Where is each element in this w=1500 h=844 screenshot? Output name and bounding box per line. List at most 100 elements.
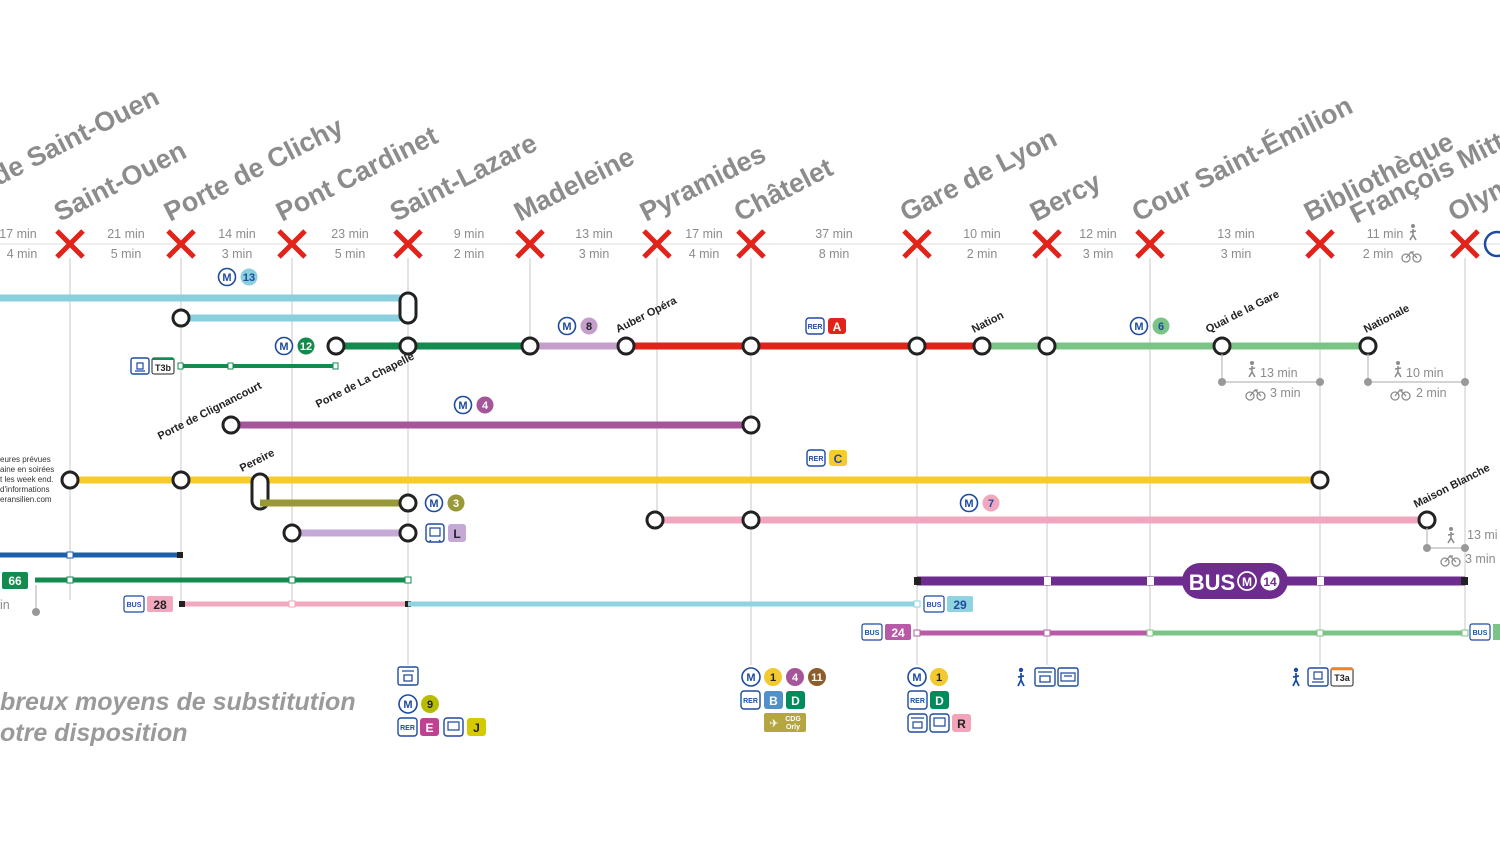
vertical-guides bbox=[69, 258, 1466, 665]
line-rer-c: RER C bbox=[60, 449, 1330, 511]
tram-icon bbox=[1307, 667, 1329, 687]
svg-text:eransilien.com: eransilien.com bbox=[0, 495, 52, 504]
svg-text:L: L bbox=[453, 527, 460, 541]
station-name: Porte de Clichy bbox=[159, 111, 348, 227]
line-rer-a: RER A bbox=[626, 317, 982, 350]
line-m8: M 8 bbox=[530, 316, 626, 350]
bike-time: 5 min bbox=[335, 247, 366, 261]
stop-label-nation: Nation bbox=[970, 309, 1006, 335]
walk-time: 17 min bbox=[0, 227, 37, 241]
svg-text:RER: RER bbox=[743, 698, 758, 705]
svg-text:M: M bbox=[1134, 321, 1143, 333]
train-icon bbox=[443, 717, 464, 737]
train-icon bbox=[929, 713, 950, 733]
bicycle-icon bbox=[1245, 389, 1266, 401]
walk-connector-nationale: 10 min 2 min bbox=[1364, 354, 1469, 401]
walk-connector-maison: 13 mi 3 min bbox=[1423, 526, 1498, 567]
line-bus-29: BUS 29 bbox=[408, 595, 973, 613]
svg-text:66: 66 bbox=[8, 574, 22, 588]
line-m4: M 4 bbox=[221, 395, 761, 435]
connections-chatelet: M 1 4 11 RER B D ✈ CDG Orly bbox=[740, 667, 826, 732]
svg-text:M: M bbox=[912, 672, 921, 684]
station-names: de Saint-Ouen Saint-Ouen Porte de Clichy… bbox=[0, 82, 1500, 230]
svg-text:BUS: BUS bbox=[927, 602, 942, 609]
walk-time: 23 min bbox=[331, 227, 369, 241]
train-station-icon bbox=[1034, 667, 1056, 687]
stop-label-pereire: Pereire bbox=[238, 447, 277, 475]
svg-text:M: M bbox=[279, 341, 288, 353]
airplane-icon: ✈ bbox=[769, 718, 778, 730]
walk-time: 14 min bbox=[218, 227, 256, 241]
bike-time: 8 min bbox=[819, 247, 850, 261]
svg-text:in: in bbox=[0, 598, 10, 612]
stop-label-porte-de-clignancourt: Porte de Clignancourt bbox=[156, 380, 264, 443]
walk-time: 9 min bbox=[454, 227, 485, 241]
walk-time: 11 min bbox=[1367, 227, 1404, 241]
main-row-stops bbox=[326, 336, 1378, 356]
stop-label-maison-blanche: Maison Blanche bbox=[1412, 462, 1492, 511]
line-bus-24: BUS 24 BUS bbox=[861, 623, 1500, 641]
svg-text:M: M bbox=[746, 672, 755, 684]
svg-text:2 min: 2 min bbox=[1416, 386, 1447, 400]
pedestrian-icon bbox=[1292, 667, 1300, 687]
svg-text:T3a: T3a bbox=[1334, 673, 1351, 683]
svg-text:14: 14 bbox=[1263, 575, 1277, 589]
bicycle-icon bbox=[1440, 555, 1461, 567]
svg-text:BUS: BUS bbox=[127, 602, 142, 609]
line-t3b: T3b bbox=[130, 357, 339, 375]
bicycle-icon bbox=[1390, 389, 1411, 401]
svg-text:RER: RER bbox=[910, 698, 925, 705]
svg-text:7: 7 bbox=[988, 498, 994, 510]
svg-text:4: 4 bbox=[792, 672, 799, 684]
bike-time: 2 min bbox=[454, 247, 485, 261]
bike-time: 4 min bbox=[7, 247, 38, 261]
svg-text:10 min: 10 min bbox=[1406, 366, 1444, 380]
bike-time: 3 min bbox=[1083, 247, 1114, 261]
svg-text:B: B bbox=[769, 694, 778, 708]
stop-label-porte-de-la-chapelle: Porte de La Chapelle bbox=[314, 351, 416, 411]
walk-time: 37 min bbox=[815, 227, 853, 241]
line-train-l: L bbox=[282, 523, 466, 543]
svg-text:M: M bbox=[458, 400, 467, 412]
svg-text:3 min: 3 min bbox=[1465, 552, 1496, 566]
pedestrian-icon bbox=[1248, 360, 1256, 378]
svg-text:BUS: BUS bbox=[865, 630, 880, 637]
line-m12: M 12 bbox=[274, 336, 530, 356]
svg-text:M: M bbox=[403, 699, 412, 711]
line-m13: M 13 bbox=[0, 267, 418, 328]
station-name: Bercy bbox=[1025, 167, 1106, 228]
svg-text:A: A bbox=[833, 320, 842, 334]
connections-bibliotheque: T3a bbox=[1292, 667, 1354, 687]
line-m3: M 3 bbox=[260, 493, 465, 513]
svg-text:13: 13 bbox=[243, 272, 255, 284]
svg-text:RER: RER bbox=[808, 324, 823, 331]
svg-text:M: M bbox=[429, 498, 438, 510]
segment-times: 17 min 4 min 21 min 5 min 14 min 3 min 2… bbox=[0, 227, 1403, 261]
svg-text:29: 29 bbox=[953, 598, 967, 612]
svg-text:6: 6 bbox=[1158, 321, 1164, 333]
bike-time: 2 min bbox=[1363, 247, 1394, 261]
stop-label-nationale: Nationale bbox=[1362, 303, 1412, 336]
walk-time: 10 min bbox=[963, 227, 1001, 241]
walk-time: 17 min bbox=[685, 227, 723, 241]
stop-label-auber-opera: Auber Opéra bbox=[614, 294, 680, 335]
pedestrian-icon bbox=[1409, 223, 1417, 241]
line-m7: M 7 bbox=[645, 493, 1437, 530]
svg-text:12: 12 bbox=[300, 341, 312, 353]
svg-text:BUS: BUS bbox=[1473, 630, 1488, 637]
train-station-icon bbox=[907, 713, 928, 733]
svg-text:BUS: BUS bbox=[1189, 570, 1235, 595]
closure-markers bbox=[57, 231, 1500, 257]
svg-text:Orly: Orly bbox=[786, 724, 800, 731]
svg-text:otre disposition: otre disposition bbox=[0, 719, 188, 747]
svg-text:CDG: CDG bbox=[785, 716, 801, 723]
svg-text:eures prévues: eures prévues bbox=[0, 455, 51, 464]
pedestrian-icon bbox=[1394, 360, 1402, 378]
walk-connector-quai: 13 min 3 min bbox=[1218, 354, 1324, 401]
svg-text:24: 24 bbox=[891, 626, 905, 640]
svg-text:D: D bbox=[935, 694, 944, 708]
svg-text:T3b: T3b bbox=[155, 363, 172, 373]
walk-time: 13 min bbox=[1217, 227, 1255, 241]
bike-time: 3 min bbox=[222, 247, 253, 261]
connections-bercy bbox=[1017, 667, 1079, 687]
